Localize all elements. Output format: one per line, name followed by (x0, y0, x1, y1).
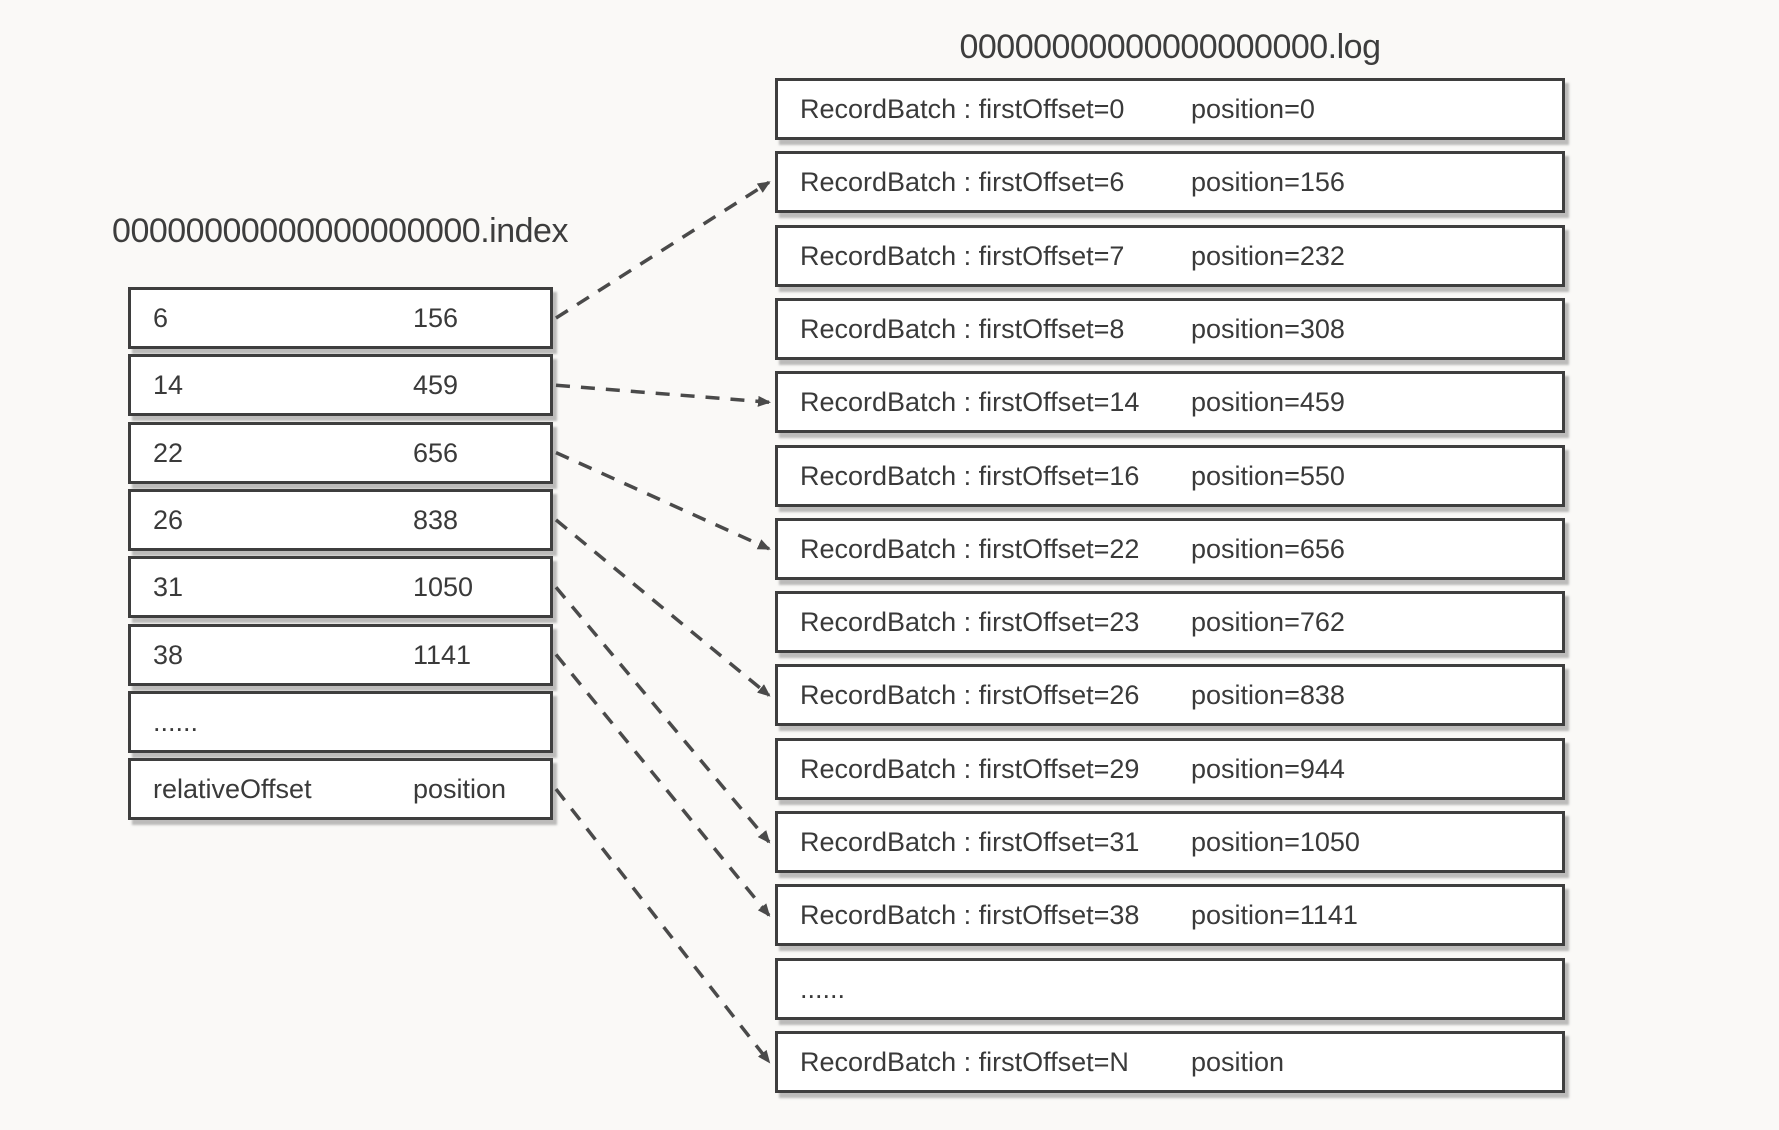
position-value: position=550 (1191, 460, 1345, 491)
log-record-batch-row: RecordBatch : firstOffset=22 position=656 (775, 517, 1565, 580)
position-value: position=762 (1191, 607, 1345, 638)
relative-offset-value: relativeOffset (153, 774, 312, 805)
mapping-arrow (554, 518, 771, 697)
log-record-batch-row: RecordBatch : firstOffset=7 position=232 (775, 224, 1565, 287)
mapping-arrow (554, 653, 771, 917)
log-record-batch-row: RecordBatch : firstOffset=0 position=0 (775, 78, 1565, 140)
index-row: ...... (128, 690, 553, 753)
record-batch-label: RecordBatch : firstOffset=N (800, 1046, 1129, 1077)
index-file-title: 00000000000000000000.index (112, 212, 568, 250)
position-value: position=459 (1191, 387, 1345, 418)
record-batch-label: RecordBatch : firstOffset=16 (800, 460, 1140, 491)
position-value: position (413, 774, 507, 805)
position-value: position=1141 (1191, 900, 1358, 931)
position-value: position=232 (1191, 240, 1345, 271)
log-record-batch-row: RecordBatch : firstOffset=26 position=838 (775, 664, 1565, 727)
log-record-batch-row: RecordBatch : firstOffset=29 position=944 (775, 737, 1565, 800)
position-value: 1141 (413, 639, 472, 670)
relative-offset-value: ...... (153, 706, 199, 737)
record-batch-label: RecordBatch : firstOffset=26 (800, 680, 1140, 711)
index-row: 6 156 (128, 287, 553, 349)
log-record-batch-row: RecordBatch : firstOffset=38 position=114… (775, 884, 1565, 947)
position-value: 838 (413, 504, 459, 535)
log-record-batch-row: ...... (775, 957, 1565, 1020)
relative-offset-value: 38 (153, 639, 184, 670)
log-record-batch-row: RecordBatch : firstOffset=16 position=550 (775, 444, 1565, 507)
record-batch-label: RecordBatch : firstOffset=23 (800, 607, 1140, 638)
relative-offset-value: 22 (153, 437, 184, 468)
log-record-batch-row: RecordBatch : firstOffset=N position (775, 1030, 1565, 1093)
record-batch-label: ...... (800, 973, 846, 1004)
index-row: 31 1050 (128, 556, 553, 619)
log-record-batch-row: RecordBatch : firstOffset=8 position=308 (775, 297, 1565, 360)
index-row: 38 1141 (128, 623, 553, 686)
record-batch-label: RecordBatch : firstOffset=8 (800, 313, 1125, 344)
position-value: position=1050 (1191, 827, 1360, 857)
position-value: position=656 (1191, 533, 1345, 564)
log-record-batch-row: RecordBatch : firstOffset=14 position=459 (775, 371, 1565, 434)
relative-offset-value: 6 (153, 303, 169, 333)
relative-offset-value: 14 (153, 370, 184, 401)
mapping-arrow (555, 451, 771, 551)
index-row: 26 838 (128, 488, 553, 551)
record-batch-label: RecordBatch : firstOffset=14 (800, 387, 1140, 418)
position-value: position=156 (1191, 167, 1345, 198)
mapping-arrow (554, 788, 771, 1064)
position-value: position=944 (1191, 753, 1345, 784)
relative-offset-value: 31 (153, 572, 184, 603)
position-value: 156 (413, 303, 459, 333)
index-row: 22 656 (128, 421, 553, 484)
record-batch-label: RecordBatch : firstOffset=6 (800, 167, 1125, 198)
index-row: 14 459 (128, 354, 553, 417)
position-value: position (1191, 1046, 1285, 1077)
record-batch-label: RecordBatch : firstOffset=7 (800, 240, 1125, 271)
record-batch-label: RecordBatch : firstOffset=29 (800, 753, 1140, 784)
index-row: relativeOffset position (128, 758, 553, 821)
log-record-batch-row: RecordBatch : firstOffset=6 position=156 (775, 151, 1565, 214)
position-value: position=308 (1191, 313, 1345, 344)
record-batch-label: RecordBatch : firstOffset=31 (800, 827, 1140, 857)
record-batch-label: RecordBatch : firstOffset=22 (800, 533, 1140, 564)
relative-offset-value: 26 (153, 504, 184, 535)
record-batch-label: RecordBatch : firstOffset=0 (800, 94, 1125, 124)
mapping-arrow (554, 586, 771, 844)
log-record-batch-row: RecordBatch : firstOffset=31 position=105… (775, 811, 1565, 873)
position-value: 459 (413, 370, 459, 401)
position-value: position=0 (1191, 94, 1315, 124)
position-value: position=838 (1191, 680, 1345, 711)
mapping-arrow (555, 383, 771, 407)
position-value: 656 (413, 437, 459, 468)
record-batch-label: RecordBatch : firstOffset=38 (800, 900, 1140, 931)
position-value: 1050 (413, 572, 474, 603)
log-record-batch-row: RecordBatch : firstOffset=23 position=762 (775, 591, 1565, 654)
log-file-title: 00000000000000000000.log (959, 28, 1381, 66)
index-table: 6 156 14 459 22 656 26 838 31 1050 38 1141...... rel… (128, 287, 553, 827)
